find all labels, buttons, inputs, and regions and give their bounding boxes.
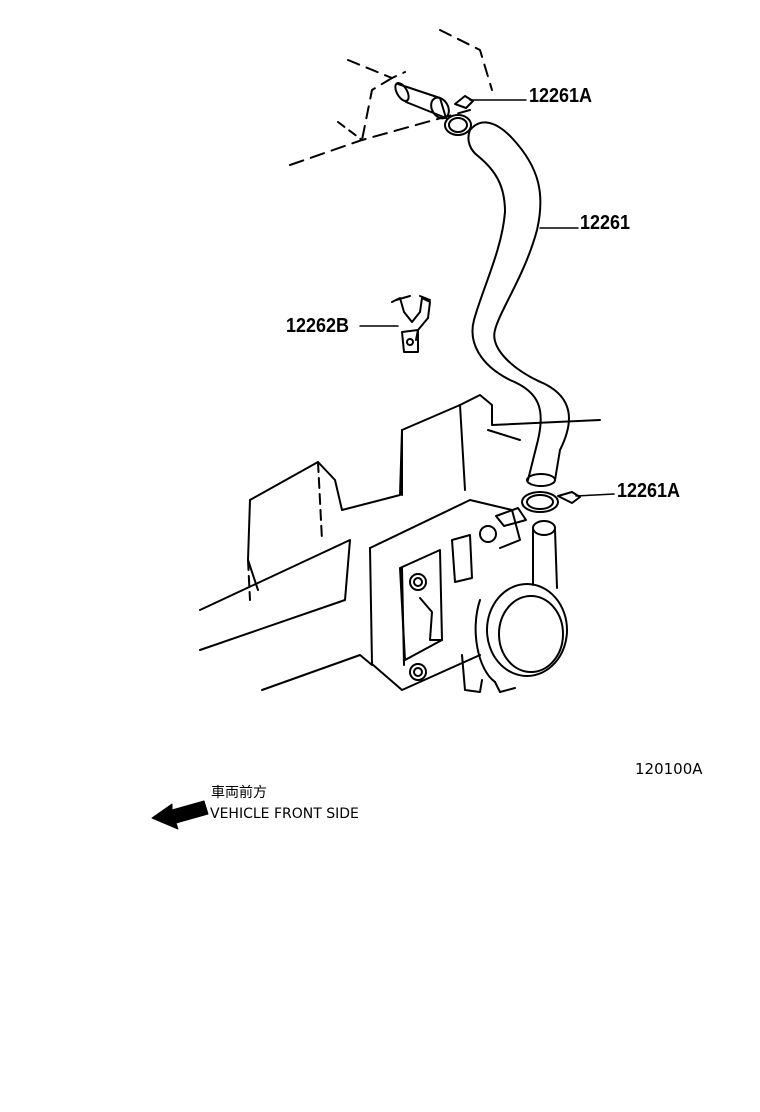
upper-pipe-fitting [394, 81, 450, 120]
throttle-body [369, 499, 527, 691]
direction-label-japanese: 車両前方 [211, 785, 267, 801]
clamp-lower [521, 491, 581, 513]
direction-label-english: VEHICLE FRONT SIDE [210, 806, 359, 822]
hose-nipple [532, 520, 558, 589]
illustration-code: 120100A [635, 760, 703, 778]
part-number-clamp-lower: 12261A [617, 480, 681, 502]
upper-engine-outline [289, 29, 493, 166]
leader-clamp-lower [575, 493, 615, 497]
hose [467, 121, 570, 487]
clip [391, 295, 431, 353]
part-number-hose: 12261 [580, 212, 631, 234]
throttle-bore [461, 583, 568, 693]
part-number-clamp-upper: 12261A [529, 85, 593, 107]
arrow-left-icon [151, 800, 209, 830]
part-number-clip: 12262B [286, 315, 350, 337]
intake-manifold [199, 394, 601, 691]
clamp-upper [444, 95, 474, 136]
